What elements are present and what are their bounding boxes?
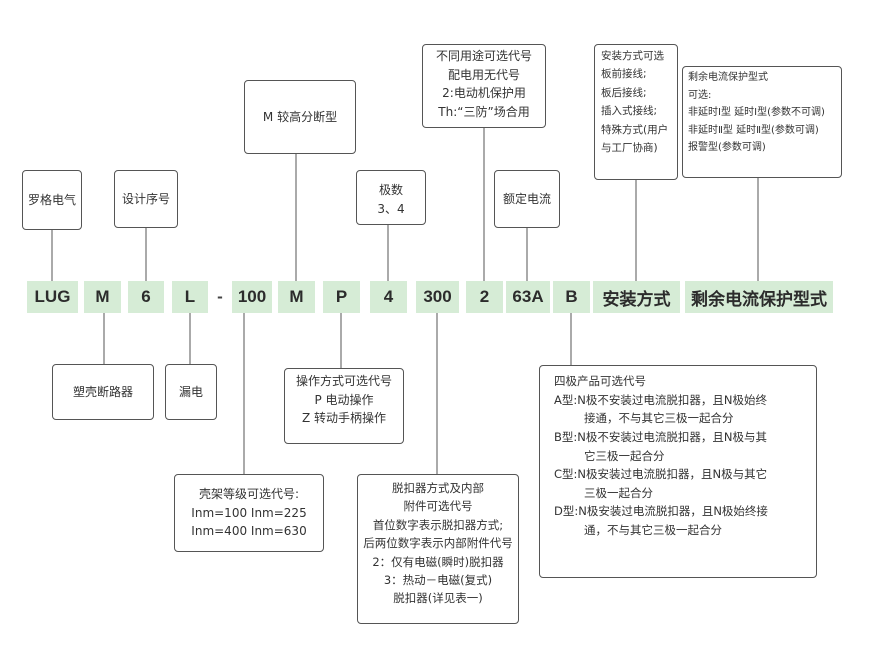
install-line-6: 与工厂协商) [601,141,658,154]
release-line-7: 脱扣器(详见表一) [393,591,483,606]
code-residual-type: 剩余电流保护型式 [685,281,833,313]
install-line-5: 特殊方式(用户 [601,123,669,136]
leakage-box: 漏电 [165,364,217,420]
release-line-5: 2：仅有电磁(瞬时)脱扣器 [372,554,504,569]
release-line-3: 首位数字表示脱扣器方式; [372,517,504,532]
poles-title: 极数 [378,183,403,197]
residual-line-5: 报警型(参数可调) [688,142,766,153]
purpose-line-4: Th:“三防”场合用 [438,104,530,119]
rated-current-label: 额定电流 [502,191,551,206]
install-line-2: 板前接线; [601,68,647,81]
four-pole-line-d2: 通，不与其它三极一起合分 [584,523,722,537]
code-lug: LUG [27,281,78,313]
operation-box: 操作方式可选代号 P 电动操作 Z 转动手柄操作 [284,368,404,444]
operation-line-2: P 电动操作 [314,392,374,407]
four-pole-title: 四极产品可选代号 [554,374,646,388]
code-operation-p: P [323,281,360,313]
code-install-method: 安装方式 [593,281,680,313]
frame-box: 壳架等级可选代号: Inm=100 Inm=225 Inm=400 Inm=63… [174,474,324,552]
code-four-pole-b: B [553,281,590,313]
purpose-box: 不同用途可选代号 配电用无代号 2:电动机保护用 Th:“三防”场合用 [422,44,546,128]
design-no-box: 设计序号 [114,170,178,228]
frame-line-2: Inm=100 Inm=225 [191,505,307,520]
four-pole-line-d: D型:N极安装过电流脱扣器，且N极始终接 [554,504,768,519]
four-pole-line-a: A型:N极不安装过电流脱扣器，且N极始终 [554,392,767,407]
poles-box: 极数 3、4 [356,170,426,225]
release-line-1: 脱扣器方式及内部 [392,481,484,495]
breaking-box: M 较高分断型 [244,80,356,154]
code-poles-4: 4 [370,281,407,313]
release-line-4: 后两位数字表示内部附件代号 [363,536,513,551]
four-pole-box: 四极产品可选代号 A型:N极不安装过电流脱扣器，且N极始终 接通，不与其它三极一… [539,365,817,578]
code-dash: - [217,287,223,306]
brand-box: 罗格电气 [22,170,82,230]
code-current-63a: 63A [506,281,550,313]
code-release-300: 300 [416,281,459,313]
code-m-series: M [84,281,121,313]
code-leakage-l: L [172,281,208,313]
purpose-line-1: 不同用途可选代号 [435,49,532,63]
four-pole-line-b2: 它三极一起合分 [584,448,665,463]
operation-line-1: 操作方式可选代号 [295,374,392,388]
residual-line-4: 非延时Ⅱ型 延时Ⅱ型(参数可调) [688,124,819,136]
mccb-box: 塑壳断路器 [52,364,154,420]
purpose-line-2: 配电用无代号 [447,67,520,82]
operation-line-3: Z 转动手柄操作 [301,411,387,426]
release-line-2: 附件可选代号 [403,499,473,514]
code-frame-100: 100 [232,281,272,313]
four-pole-line-b: B型:N极不安装过电流脱扣器，且N极与其 [554,429,767,444]
residual-line-1: 剩余电流保护型式 [688,72,768,83]
code-breaking-m: M [278,281,315,313]
four-pole-line-c2: 三极一起合分 [584,485,653,500]
install-line-3: 板后接线; [601,86,647,99]
four-pole-line-a2: 接通，不与其它三极一起合分 [584,411,734,426]
code-design-6: 6 [128,281,164,313]
leakage-label: 漏电 [178,384,203,399]
rated-current-box: 额定电流 [494,170,560,228]
residual-line-3: 非延时Ⅰ型 延时Ⅰ型(参数不可调) [688,107,825,118]
breaking-label: M 较高分断型 [262,109,338,124]
design-no-label: 设计序号 [121,191,170,206]
release-box: 脱扣器方式及内部 附件可选代号 首位数字表示脱扣器方式; 后两位数字表示内部附件… [357,474,519,624]
residual-line-2: 可选: [688,89,712,101]
install-options-box: 安装方式可选 板前接线; 板后接线; 插入式接线; 特殊方式(用户 与工厂协商) [594,44,678,180]
residual-options-box: 剩余电流保护型式 可选: 非延时Ⅰ型 延时Ⅰ型(参数不可调) 非延时Ⅱ型 延时Ⅱ… [682,66,842,178]
purpose-line-3: 2:电动机保护用 [442,86,526,101]
mccb-label: 塑壳断路器 [72,384,133,399]
frame-line-1: 壳架等级可选代号: [198,487,300,501]
frame-line-3: Inm=400 Inm=630 [191,524,307,539]
brand-label: 罗格电气 [27,192,76,207]
four-pole-line-c: C型:N极安装过电流脱扣器，且N极与其它 [554,467,768,482]
release-line-6: 3：热动－电磁(复式) [383,572,493,587]
install-line-4: 插入式接线; [601,105,658,118]
install-line-1: 安装方式可选 [601,50,664,62]
code-purpose-2: 2 [466,281,503,313]
poles-values: 3、4 [377,201,405,216]
